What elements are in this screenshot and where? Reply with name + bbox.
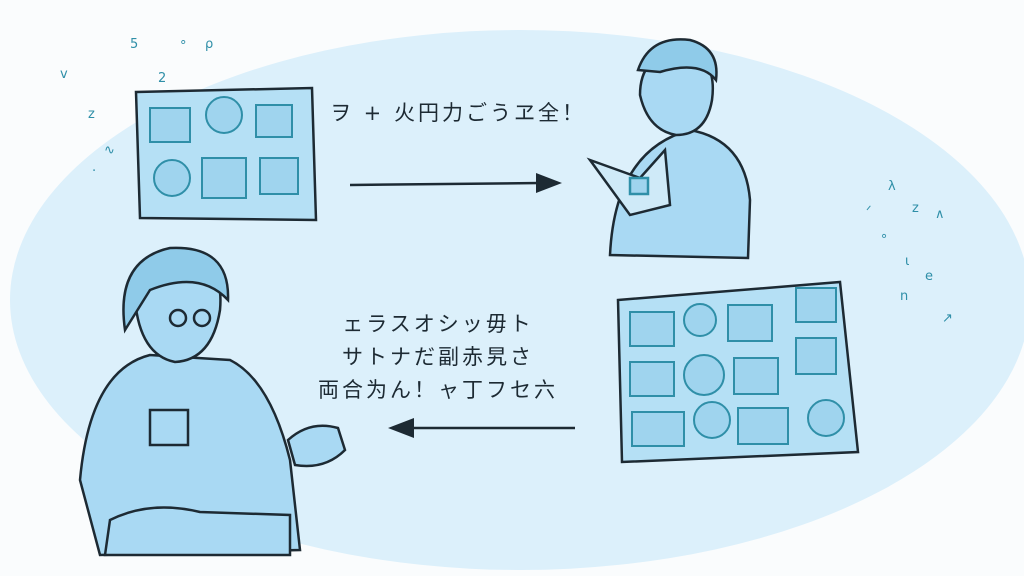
decorative-scattered-letters: 5 ° ρ 2 v z ∿ · λ z ∧ ∘ ι e n ↗ ᐟ <box>60 37 953 326</box>
svg-text:e: e <box>925 269 933 284</box>
svg-text:v: v <box>60 67 68 82</box>
woman-figure <box>78 246 347 557</box>
man-reading-figure <box>586 38 752 260</box>
svg-text:·: · <box>92 164 96 179</box>
caption-bottom-line-3: 両合为ん！ャ丁フセ六 <box>318 378 558 402</box>
arrow-right-head <box>536 173 562 193</box>
svg-text:2: 2 <box>158 71 166 86</box>
arrow-left-head <box>388 418 414 438</box>
caption-bottom: ェラスオシッ毋ト サトナだ副赤旯さ 両合为ん！ャ丁フセ六 <box>318 308 558 407</box>
caption-bottom-line-1: ェラスオシッ毋ト <box>342 312 534 336</box>
caption-top: ヲ + 火円力ごうヱ全！ <box>330 101 586 125</box>
svg-text:n: n <box>900 289 908 304</box>
photo-board-small <box>134 86 318 222</box>
svg-text:∿: ∿ <box>104 143 115 158</box>
svg-text:z: z <box>912 201 919 216</box>
svg-text:°: ° <box>180 39 187 54</box>
svg-text:ᐟ: ᐟ <box>866 204 872 219</box>
svg-text:ι: ι <box>905 254 909 269</box>
svg-text:ρ: ρ <box>205 37 213 52</box>
arrow-right <box>349 181 541 187</box>
svg-text:λ: λ <box>888 179 896 194</box>
caption-bottom-line-2: サトナだ副赤旯さ <box>342 345 534 369</box>
svg-text:5: 5 <box>130 37 138 52</box>
svg-text:∧: ∧ <box>935 207 945 222</box>
svg-text:z: z <box>88 107 95 122</box>
svg-text:↗: ↗ <box>942 311 953 326</box>
svg-text:∘: ∘ <box>880 229 888 244</box>
photo-board-large <box>616 280 860 464</box>
